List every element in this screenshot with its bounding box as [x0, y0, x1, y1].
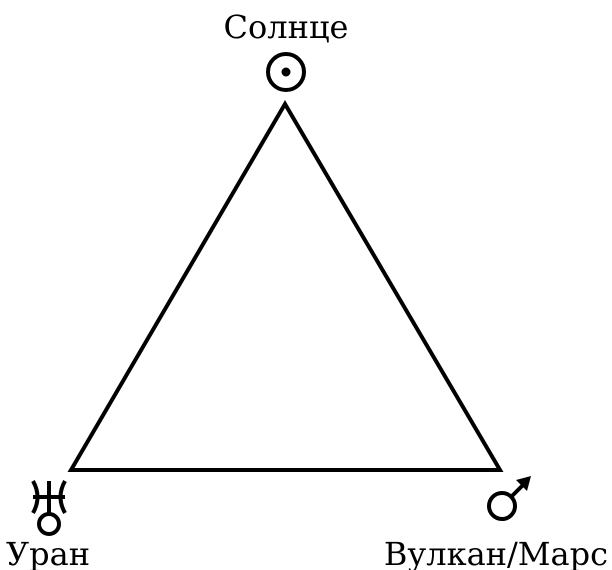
sun-label: Солнце — [224, 8, 349, 46]
triangle-shape — [67, 100, 504, 472]
mars-symbol-icon — [487, 476, 531, 521]
vulcan-mars-label: Вулкан/Марс — [384, 535, 608, 570]
uranus-label: Уран — [6, 535, 90, 570]
uranus-symbol-icon — [31, 480, 67, 536]
sun-symbol-icon — [266, 52, 306, 92]
